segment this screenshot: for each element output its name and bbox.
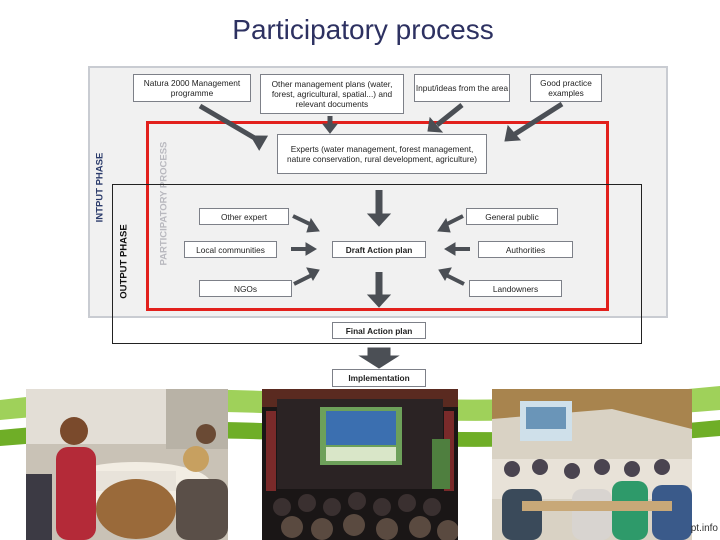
actor-landowners: Landowners: [469, 280, 562, 297]
experts-box: Experts (water management, forest manage…: [277, 134, 487, 174]
actor-other-expert: Other expert: [199, 208, 289, 225]
actor-authorities: Authorities: [478, 241, 573, 258]
input-ideas-area: Input/ideas from the area: [414, 74, 510, 102]
workshop-photo: [26, 389, 228, 540]
draft-action-plan: Draft Action plan: [332, 241, 426, 258]
final-action-plan: Final Action plan: [332, 322, 426, 339]
page-title: Participatory process: [232, 14, 494, 45]
people-at-table-icon: [26, 389, 228, 540]
implementation-box: Implementation: [332, 369, 426, 387]
input-management-plans: Other management plans (water, forest, a…: [260, 74, 404, 114]
meeting-photo: [492, 389, 692, 540]
actor-local-communities: Local communities: [184, 241, 277, 258]
participatory-process-frame: [146, 121, 609, 311]
input-natura2000: Natura 2000 Management programme: [133, 74, 251, 102]
audience-screen-icon: [262, 389, 458, 540]
group-meeting-icon: [492, 389, 692, 540]
watermark-text: pt.info: [690, 523, 718, 534]
actor-general-public: General public: [466, 208, 558, 225]
presentation-photo: [262, 389, 458, 540]
input-good-practice: Good practice examples: [530, 74, 602, 102]
actor-ngos: NGOs: [199, 280, 292, 297]
output-phase-frame: [112, 184, 642, 344]
